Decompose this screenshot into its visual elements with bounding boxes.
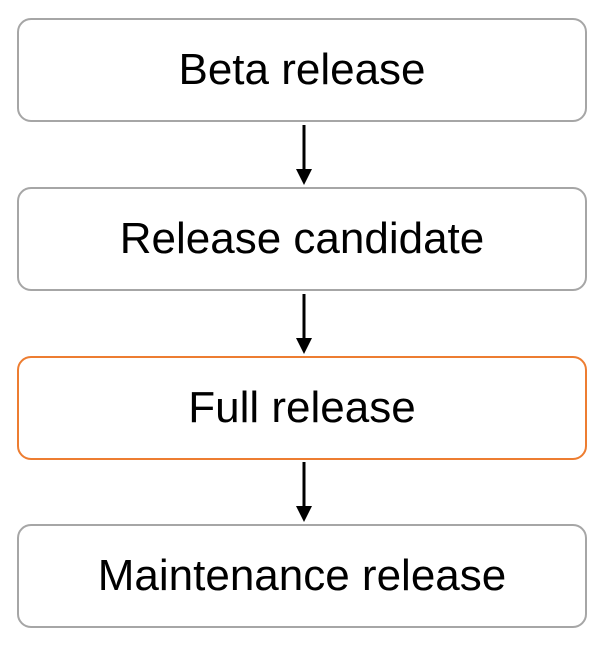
step-label: Full release: [188, 383, 416, 432]
step-beta-release: Beta release: [17, 18, 587, 122]
release-flow-diagram: Beta release Release candidate Full rele…: [17, 18, 591, 631]
step-label: Release candidate: [119, 214, 485, 263]
arrow-down-icon: [294, 125, 314, 187]
step-release-candidate: Release candidate: [17, 187, 587, 291]
arrow-down-icon: [294, 462, 314, 524]
arrow-down-icon: [294, 294, 314, 356]
step-maintenance-release: Maintenance release: [17, 524, 587, 628]
step-label: Maintenance release: [97, 551, 507, 600]
step-label: Beta release: [178, 45, 426, 94]
step-full-release: Full release: [17, 356, 587, 460]
